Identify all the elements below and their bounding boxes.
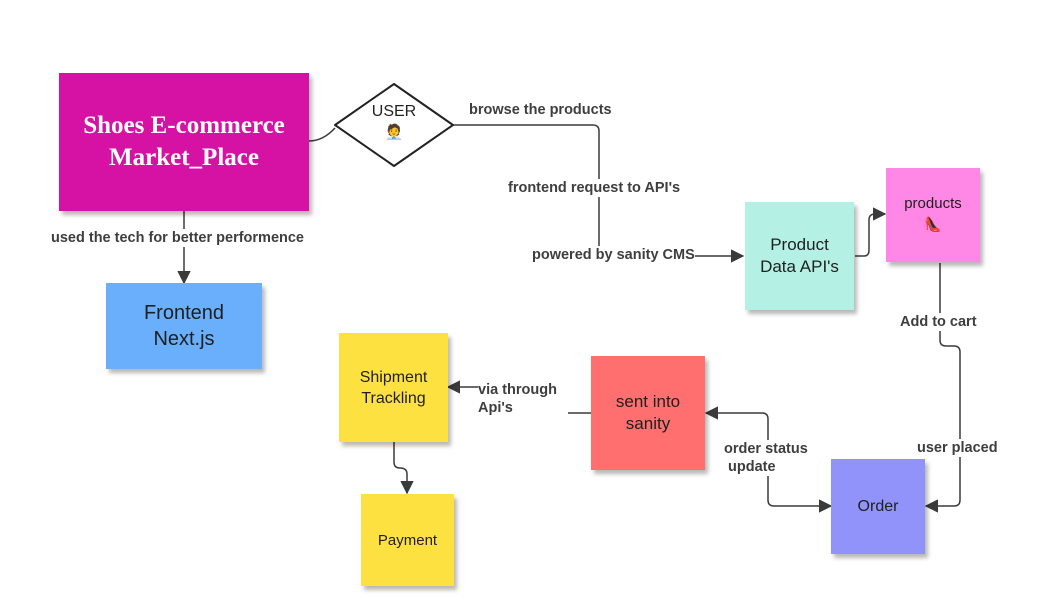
sanity-line2: sanity — [625, 414, 671, 433]
shoe-icon: 👠 — [924, 216, 942, 232]
products-node[interactable]: products 👠 — [886, 168, 980, 262]
edge-label-user-placed: user placed — [917, 439, 998, 457]
user-node[interactable]: USER 🧑‍💼 — [350, 103, 438, 141]
edge-title-user — [308, 127, 336, 142]
sanity-line1: sent into — [615, 392, 681, 411]
frontend-node[interactable]: Frontend Next.js — [106, 283, 262, 369]
via-line1: via through — [478, 382, 557, 398]
sanity-node[interactable]: sent into sanity — [591, 356, 705, 470]
product-api-node[interactable]: Product Data API's — [745, 202, 854, 310]
payment-node[interactable]: Payment — [361, 494, 454, 586]
edge-shipment-payment — [393, 442, 414, 495]
shipment-line1: Shipment — [359, 368, 428, 386]
edge-label-used-tech: used the tech for better performence — [51, 229, 304, 247]
title-line1: Shoes E-commerce — [83, 112, 285, 139]
user-label: USER — [371, 103, 417, 120]
user-diamond-shape — [334, 83, 454, 167]
edge-label-browse: browse the products — [469, 101, 612, 119]
edge-label-add-to-cart: Add to cart — [900, 313, 977, 331]
via-line2: Api's — [478, 400, 513, 416]
product-api-line2: Data API's — [760, 257, 839, 276]
frontend-line1: Frontend — [143, 302, 225, 324]
edge-label-frontend-request: frontend request to API's — [508, 179, 681, 197]
frontend-line2: Next.js — [153, 328, 215, 350]
title-line2: Market_Place — [109, 144, 259, 171]
edge-label-order-status: order status update — [724, 440, 820, 476]
title-node[interactable]: Shoes E-commerce Market_Place — [59, 73, 309, 211]
user-emoji-icon: 🧑‍💼 — [384, 124, 404, 141]
products-label: products — [904, 195, 962, 212]
shipment-line2: Trackling — [361, 389, 426, 407]
order-status-line1: order status — [724, 441, 808, 457]
product-api-line1: Product — [770, 235, 829, 254]
edge-product-api-products — [855, 207, 887, 257]
payment-label: Payment — [377, 531, 438, 549]
order-status-line2: update — [728, 459, 776, 475]
order-node[interactable]: Order — [831, 459, 925, 554]
edge-label-via: via through Api's — [478, 381, 568, 417]
order-label: Order — [857, 497, 899, 515]
edge-products-order — [924, 263, 961, 513]
edge-label-powered-by: powered by sanity CMS — [532, 246, 695, 264]
shipment-node[interactable]: Shipment Trackling — [339, 333, 448, 442]
